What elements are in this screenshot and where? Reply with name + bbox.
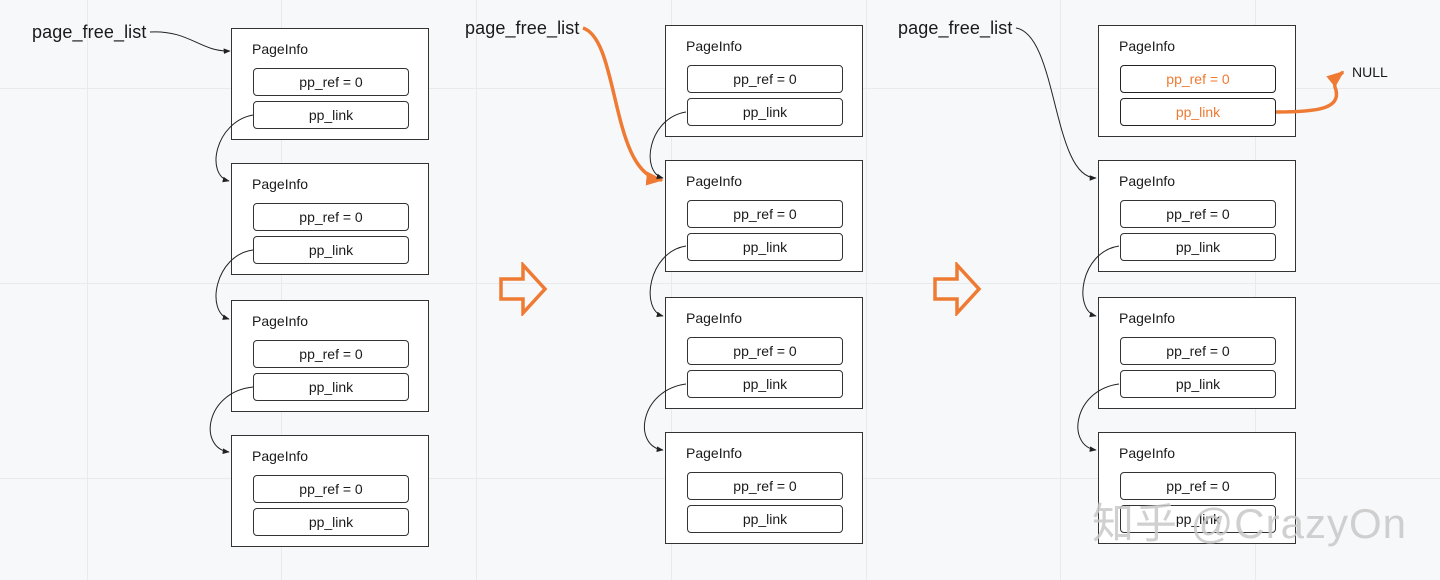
step-arrow-icon [499, 262, 548, 316]
pp-link-field: pp_link [687, 98, 843, 126]
pageinfo-title: PageInfo [1119, 38, 1176, 54]
link-arrow [1082, 245, 1120, 318]
pp-link-field: pp_link [253, 508, 409, 536]
pageinfo-title: PageInfo [252, 448, 309, 464]
pageinfo-title: PageInfo [686, 38, 743, 54]
pageinfo-title: PageInfo [252, 41, 309, 57]
pageinfo-box-removed: PageInfo pp_ref = 0 pp_link [1098, 25, 1296, 137]
pageinfo-box: PageInfo pp_ref = 0 pp_link [1098, 160, 1296, 272]
pageinfo-title: PageInfo [686, 173, 743, 189]
pp-link-field: pp_link [687, 505, 843, 533]
pp-link-field: pp_link [1120, 370, 1276, 398]
pp-ref-field: pp_ref = 0 [253, 68, 409, 96]
pp-ref-field: pp_ref = 0 [687, 65, 843, 93]
pageinfo-title: PageInfo [1119, 173, 1176, 189]
pageinfo-box: PageInfo pp_ref = 0 pp_link [1098, 432, 1296, 544]
pageinfo-box: PageInfo pp_ref = 0 pp_link [231, 28, 429, 140]
pageinfo-title: PageInfo [252, 313, 309, 329]
pp-link-field: pp_link [687, 370, 843, 398]
pageinfo-box: PageInfo pp_ref = 0 pp_link [231, 163, 429, 275]
null-pointer-arrow-highlighted [1275, 70, 1345, 114]
watermark: 知乎 @CrazyOn [1092, 500, 1408, 547]
page-free-list-label: page_free_list [32, 22, 147, 42]
pageinfo-title: PageInfo [1119, 310, 1176, 326]
page-free-list-label: page_free_list [898, 18, 1013, 38]
pp-ref-field: pp_ref = 0 [1120, 472, 1276, 500]
pp-ref-field: pp_ref = 0 [253, 475, 409, 503]
link-arrow [209, 386, 254, 454]
pp-ref-field: pp_ref = 0 [253, 340, 409, 368]
pageinfo-box: PageInfo pp_ref = 0 pp_link [231, 435, 429, 547]
pageinfo-title: PageInfo [252, 176, 309, 192]
pp-ref-field: pp_ref = 0 [687, 472, 843, 500]
pp-link-field: pp_link [1120, 233, 1276, 261]
pp-ref-field: pp_ref = 0 [687, 337, 843, 365]
link-arrow [649, 111, 687, 180]
link-arrow [215, 114, 254, 183]
pp-ref-field: pp_ref = 0 [1120, 337, 1276, 365]
head-pointer-arrow-highlighted [582, 26, 664, 186]
link-arrow [643, 383, 687, 452]
pageinfo-title: PageInfo [686, 310, 743, 326]
link-arrow [1077, 383, 1120, 452]
pageinfo-box: PageInfo pp_ref = 0 pp_link [665, 297, 863, 409]
pp-link-field: pp_link [253, 236, 409, 264]
link-arrow [215, 249, 254, 320]
pp-link-field: pp_link [253, 373, 409, 401]
pp-ref-field-highlighted: pp_ref = 0 [1120, 65, 1276, 93]
pp-ref-field: pp_ref = 0 [1120, 200, 1276, 228]
pp-ref-field: pp_ref = 0 [253, 203, 409, 231]
head-pointer-arrow [149, 31, 231, 55]
pp-link-field: pp_link [1120, 505, 1276, 533]
pageinfo-box: PageInfo pp_ref = 0 pp_link [665, 160, 863, 272]
pageinfo-box: PageInfo pp_ref = 0 pp_link [1098, 297, 1296, 409]
pp-ref-field: pp_ref = 0 [687, 200, 843, 228]
pp-link-field: pp_link [687, 233, 843, 261]
page-free-list-label: page_free_list [465, 18, 580, 38]
pageinfo-box: PageInfo pp_ref = 0 pp_link [665, 25, 863, 137]
pp-link-field-highlighted: pp_link [1120, 98, 1276, 126]
step-arrow-icon [933, 262, 982, 316]
pageinfo-title: PageInfo [686, 445, 743, 461]
pageinfo-box: PageInfo pp_ref = 0 pp_link [665, 432, 863, 544]
head-pointer-arrow [1015, 27, 1097, 181]
pageinfo-title: PageInfo [1119, 445, 1176, 461]
pp-link-field: pp_link [253, 101, 409, 129]
null-label: NULL [1352, 64, 1388, 80]
pageinfo-box: PageInfo pp_ref = 0 pp_link [231, 300, 429, 412]
link-arrow [649, 245, 687, 318]
